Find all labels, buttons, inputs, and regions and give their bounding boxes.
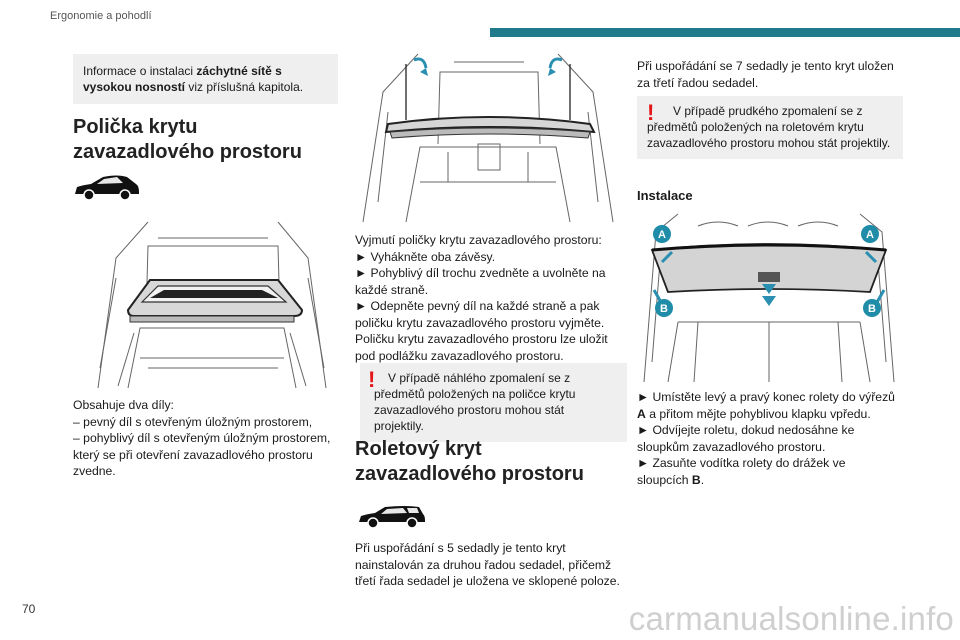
section-heading-cover-shelf: Polička krytu zavazadlového prostoru [73,116,302,163]
shelf-removal-illustration [358,52,620,224]
svg-text:B: B [660,303,668,315]
removal-step-3: ► Odepněte pevný díl na každé straně a p… [355,299,605,330]
install-step-1-label: A [637,406,646,421]
watermark: carmanualsonline.info [628,600,954,637]
install-step-3-text: ► Zasuňte vodítka rolety do drážek ve sl… [637,456,846,487]
install-step-2: ► Odvíjejte roletu, dokud nedosáhne ke s… [637,423,855,454]
svg-text:B: B [868,303,876,315]
installation-steps: ► Umístěte levý a pravý konec rolety do … [637,389,900,488]
removal-step-2: ► Pohyblivý díl trochu zvedněte a uvolně… [355,266,606,297]
install-step-3-text-end: . [700,472,705,487]
section-heading-installation: Instalace [637,188,693,203]
car-suv-icon [75,175,139,201]
roller-blind-intro: Při uspořádání s 5 sedadly je tento kryt… [355,540,623,590]
cover-shelf-illustration [88,218,336,390]
info-suffix: viz příslušná kapitola. [185,80,304,94]
warning-text-shelf: V případě náhlého zpomalení se z předmět… [374,371,576,433]
label-b-right: B [863,299,881,317]
install-step-3-label: B [691,472,701,487]
page-number: 70 [22,602,36,616]
description-intro: Obsahuje dva díly: [73,398,174,412]
install-step-1: ► Umístěte levý a pravý konec rolety do … [637,389,900,422]
description-item-movable: – pohyblivý díl s otevřeným úložným pros… [73,431,331,478]
label-a-right: A [861,225,879,243]
roller-blind-install-illustration: A A B B [638,212,900,384]
section-title: Ergonomie a pohodlí [50,10,152,22]
info-bold: záchytné sítě s vysokou nosností [83,64,282,94]
header-accent-bar [490,28,960,37]
warning-text-roller: V případě prudkého zpomalení se z předmě… [647,104,891,150]
roller-blind-7-seats: Při uspořádání se 7 sedadly je tento kry… [637,59,894,90]
install-step-3: ► Zasuňte vodítka rolety do drážek ve sl… [637,455,900,488]
svg-text:A: A [658,229,666,241]
label-b-left: B [655,299,673,317]
warning-box-shelf: ! V případě náhlého zpomalení se z předm… [360,363,627,442]
info-prefix: Informace o instalaci [83,64,197,78]
info-box: Informace o instalaci záchytné sítě s vy… [73,54,338,104]
warning-box-roller: ! V případě prudkého zpomalení se z před… [637,96,903,159]
description-item-fixed: – pevný díl s otevřeným úložným prostore… [73,414,313,429]
car-estate-icon [359,506,425,529]
label-a-left: A [653,225,671,243]
svg-text:A: A [866,229,874,241]
removal-step-1: ► Vyhákněte oba závěsy. [355,249,496,264]
roller-blind-5-seats: Při uspořádání s 5 sedadly je tento kryt… [355,541,620,588]
removal-note: Poličku krytu zavazadlového prostoru lze… [355,332,608,363]
warning-exclamation-icon: ! [647,100,655,125]
install-step-1-text: ► Umístěte levý a pravý konec rolety do … [637,390,895,404]
cover-shelf-description: Obsahuje dva díly: – pevný díl s otevřen… [73,397,338,480]
shelf-removal-steps: Vyjmutí poličky krytu zavazadlového pros… [355,232,623,364]
install-step-1-text-end: a přitom mějte pohyblivou klapku vpředu. [645,406,871,421]
roller-blind-7-seats-block: Při uspořádání se 7 sedadly je tento kry… [637,58,900,91]
warning-exclamation-icon: ! [368,367,376,392]
section-heading-roller-blind: Roletový kryt zavazadlového prostoru [355,438,584,485]
removal-title: Vyjmutí poličky krytu zavazadlového pros… [355,233,602,247]
